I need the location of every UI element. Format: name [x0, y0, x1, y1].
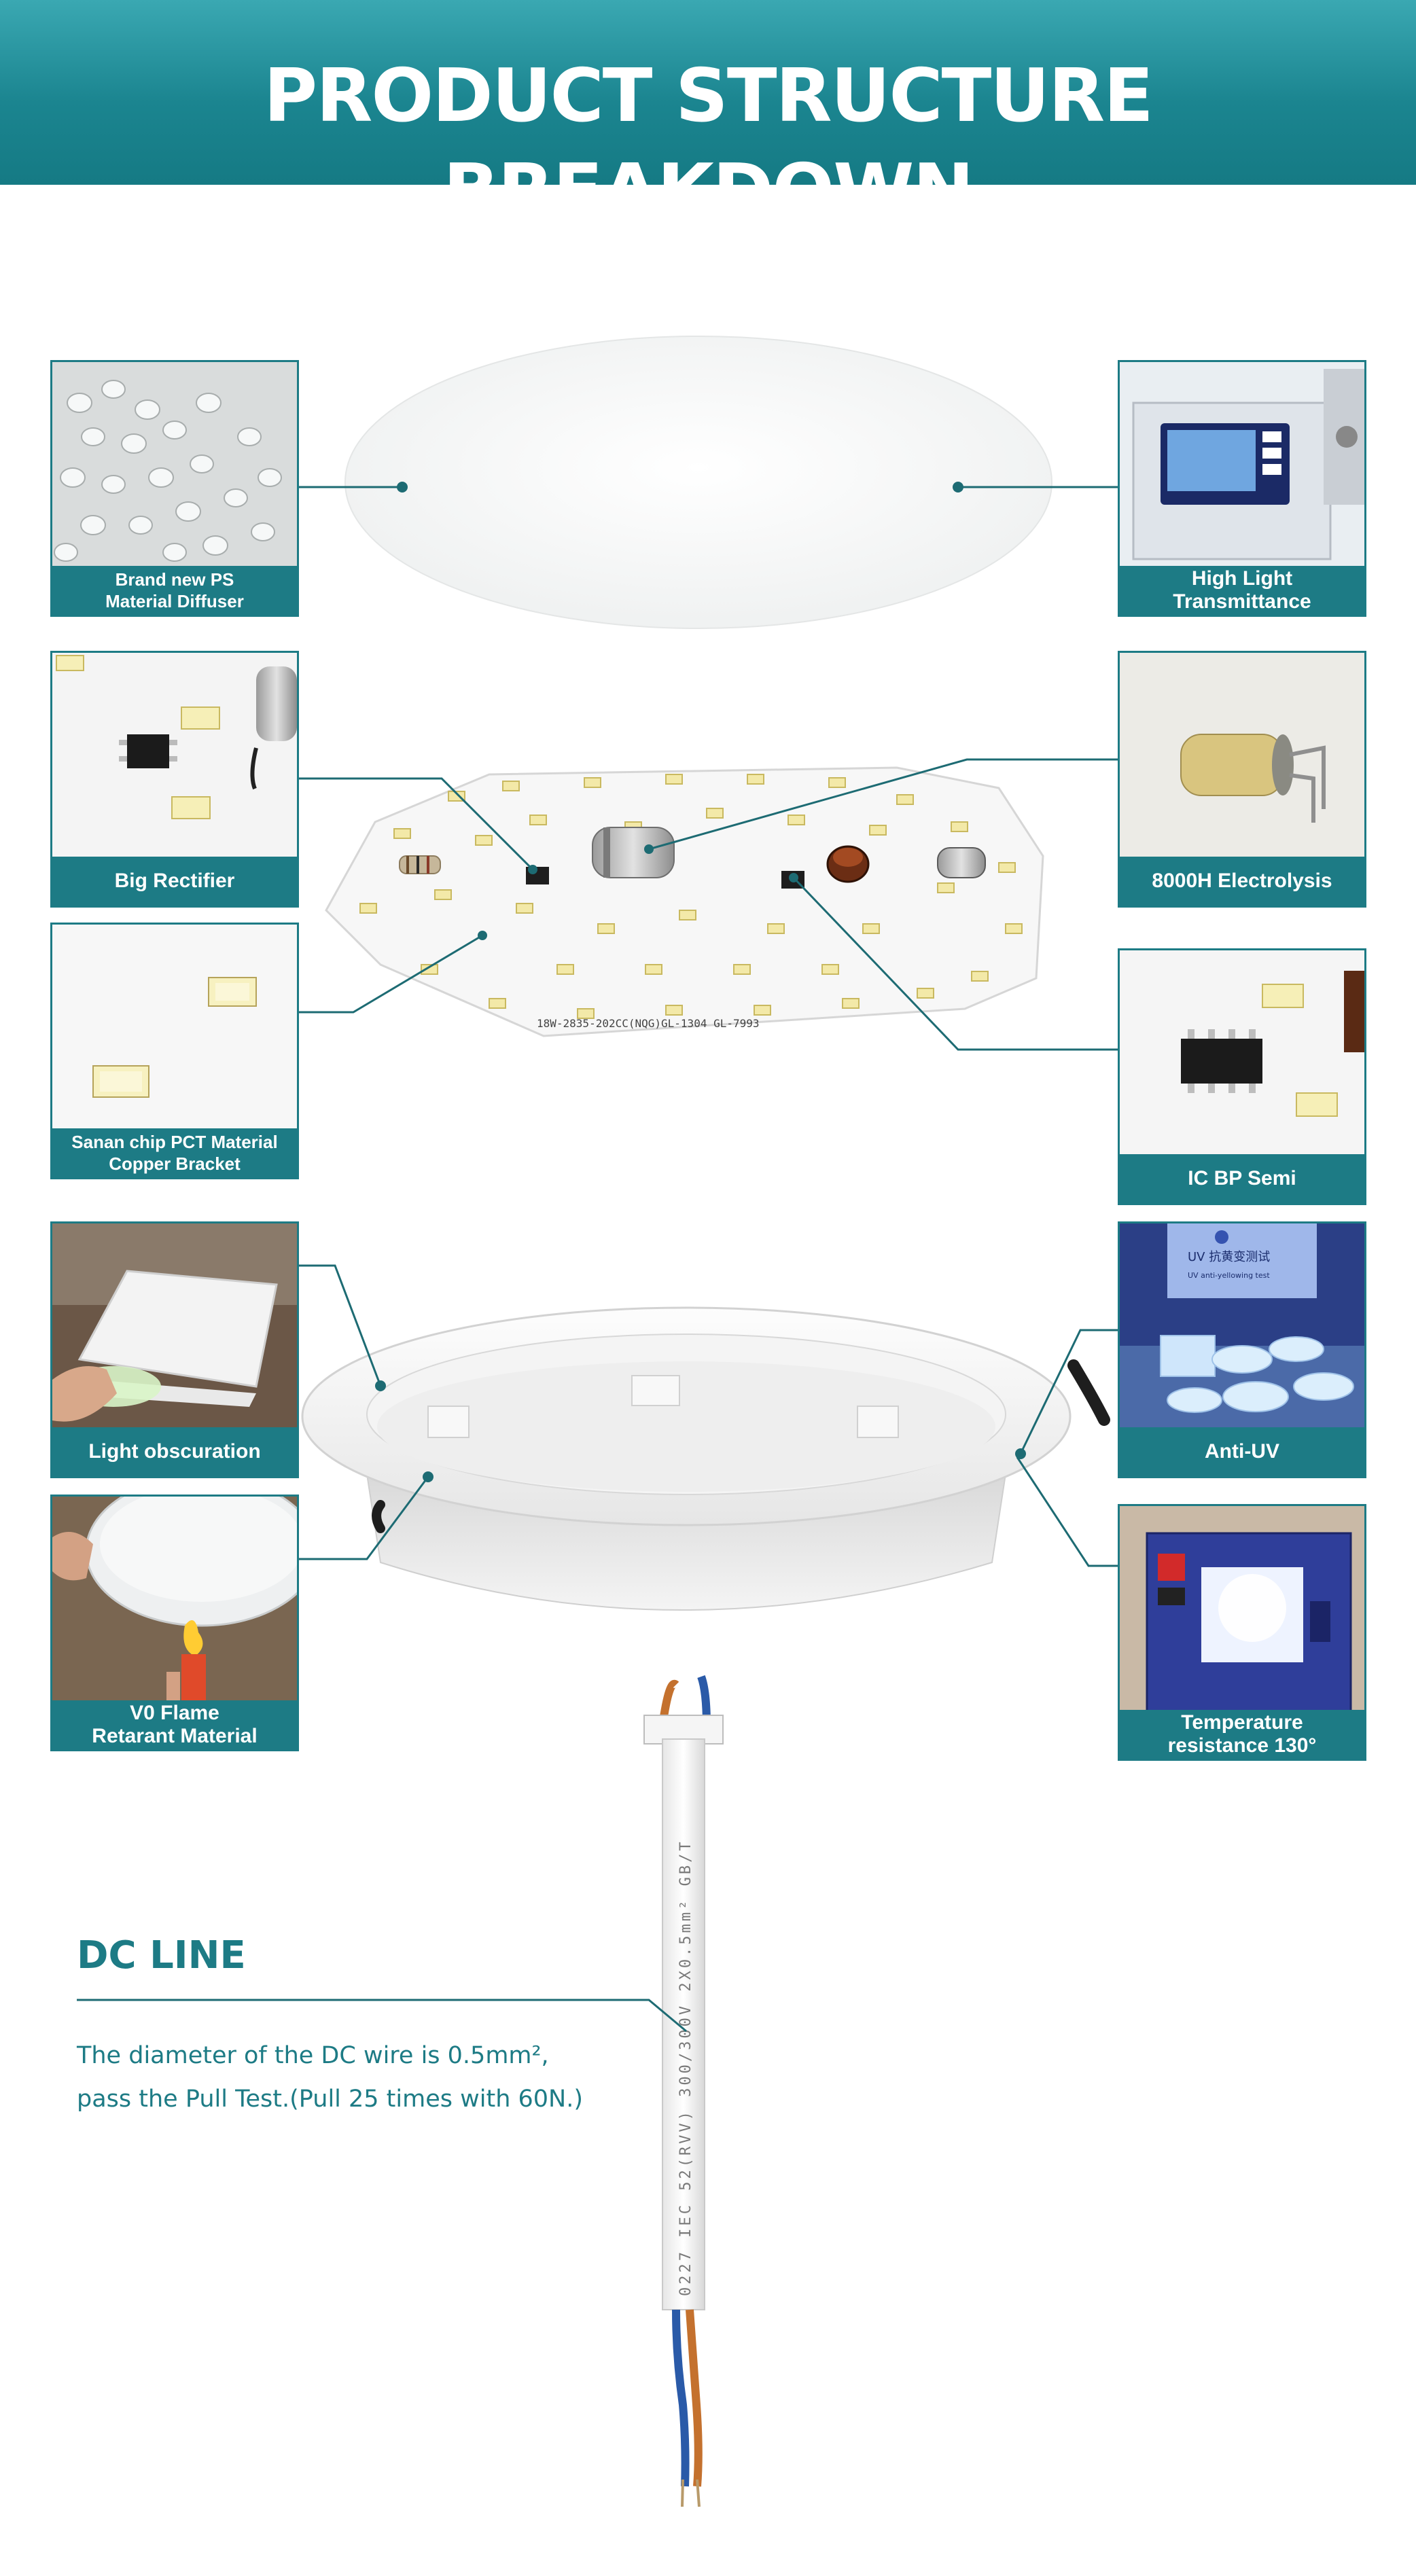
dc-line-text-2: pass the Pull Test.(Pull 25 times with 6…	[77, 2086, 583, 2113]
card-obscuration: Light obscuration	[50, 1221, 299, 1478]
card-ic: IC BP Semi	[1118, 948, 1366, 1205]
card-electrolysis-label: 8000H Electrolysis	[1120, 857, 1364, 906]
dc-line-text-1: The diameter of the DC wire is 0.5mm²,	[77, 2042, 549, 2069]
cable-marking: 0227 IEC 52(RVV) 300/300V 2X0.5mm² GB/T	[677, 1839, 694, 2296]
card-transmittance-label: High Light Transmittance	[1120, 566, 1364, 615]
card-temperature: Temperature resistance 130°	[1118, 1504, 1366, 1761]
flame-test-photo	[52, 1497, 297, 1704]
pcb-board: 18W-2835-202CC(NQG)GL-1304 GL-7993	[325, 766, 1044, 1037]
card-chip: Sanan chip PCT Material Copper Bracket	[50, 923, 299, 1179]
uv-test-subtitle: UV anti-yellowing test	[1188, 1271, 1270, 1280]
plastic-pellets-photo	[52, 362, 297, 570]
card-flame: V0 Flame Retarant Material	[50, 1495, 299, 1751]
card-rectifier-label: Big Rectifier	[52, 857, 297, 906]
uv-test-photo: UV 抗黄变测试 UV anti-yellowing test	[1120, 1223, 1364, 1431]
card-diffuser-label: Brand new PS Material Diffuser	[52, 566, 297, 615]
card-obscuration-label: Light obscuration	[52, 1427, 297, 1476]
uv-test-title: UV 抗黄变测试	[1188, 1250, 1270, 1264]
card-rectifier: Big Rectifier	[50, 651, 299, 908]
pcb-marking: 18W-2835-202CC(NQG)GL-1304 GL-7993	[537, 1017, 760, 1030]
card-anti-uv: UV 抗黄变测试 UV anti-yellowing test Anti-UV	[1118, 1221, 1366, 1478]
temperature-chamber-photo	[1120, 1506, 1364, 1714]
card-electrolysis: 8000H Electrolysis	[1118, 651, 1366, 908]
diffuser-disc	[344, 336, 1052, 629]
dc-cable: 0227 IEC 52(RVV) 300/300V 2X0.5mm² GB/T	[643, 1675, 724, 2507]
led-chip-photo	[52, 925, 297, 1132]
downlight-housing	[301, 1306, 1110, 1611]
callout-dots	[375, 482, 1026, 1482]
dc-line-description: The diameter of the DC wire is 0.5mm², p…	[77, 2034, 688, 2121]
transmittance-meter-photo	[1120, 362, 1364, 570]
card-flame-label: V0 Flame Retarant Material	[52, 1700, 297, 1749]
callout-lines	[77, 486, 1118, 2033]
header-banner: PRODUCT STRUCTURE BREAKDOWN	[0, 0, 1416, 234]
dc-line-title: DC LINE	[77, 1933, 246, 1978]
page-title: PRODUCT STRUCTURE BREAKDOWN	[264, 54, 1154, 234]
electrolytic-capacitor-photo	[1120, 653, 1364, 861]
light-obscuration-photo	[52, 1223, 297, 1431]
card-transmittance: High Light Transmittance	[1118, 360, 1366, 617]
rectifier-photo	[52, 653, 297, 861]
card-ic-label: IC BP Semi	[1120, 1154, 1364, 1203]
card-temperature-label: Temperature resistance 130°	[1120, 1710, 1364, 1759]
card-anti-uv-label: Anti-UV	[1120, 1427, 1364, 1476]
card-chip-label: Sanan chip PCT Material Copper Bracket	[52, 1128, 297, 1177]
card-diffuser: Brand new PS Material Diffuser	[50, 360, 299, 617]
ic-chip-photo	[1120, 950, 1364, 1158]
